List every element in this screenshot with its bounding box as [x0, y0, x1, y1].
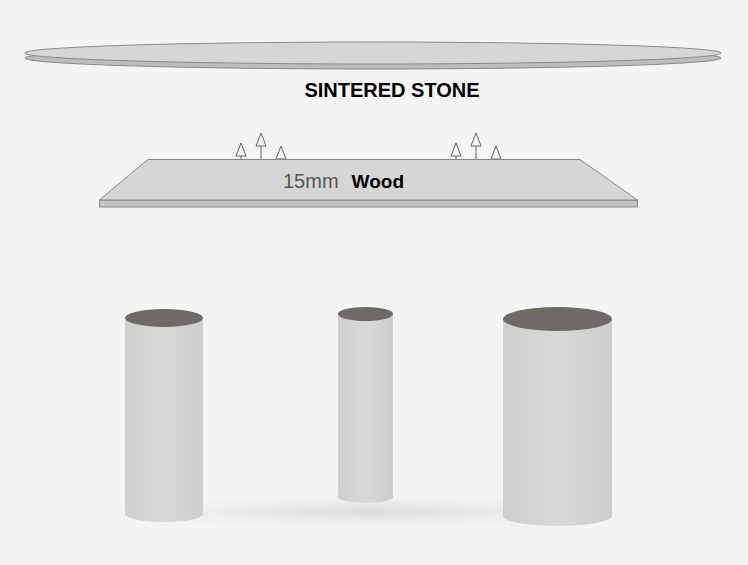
- material-name: Wood: [352, 171, 404, 193]
- table-legs: [125, 307, 612, 526]
- stone-slab: [25, 42, 721, 69]
- part-label: SINTERED STONE: [304, 79, 479, 102]
- thickness-dimension: 15mm: [283, 170, 339, 193]
- board-text-row: 15mm Wood: [99, 159, 638, 193]
- wood-board: 15mm Wood: [99, 159, 638, 208]
